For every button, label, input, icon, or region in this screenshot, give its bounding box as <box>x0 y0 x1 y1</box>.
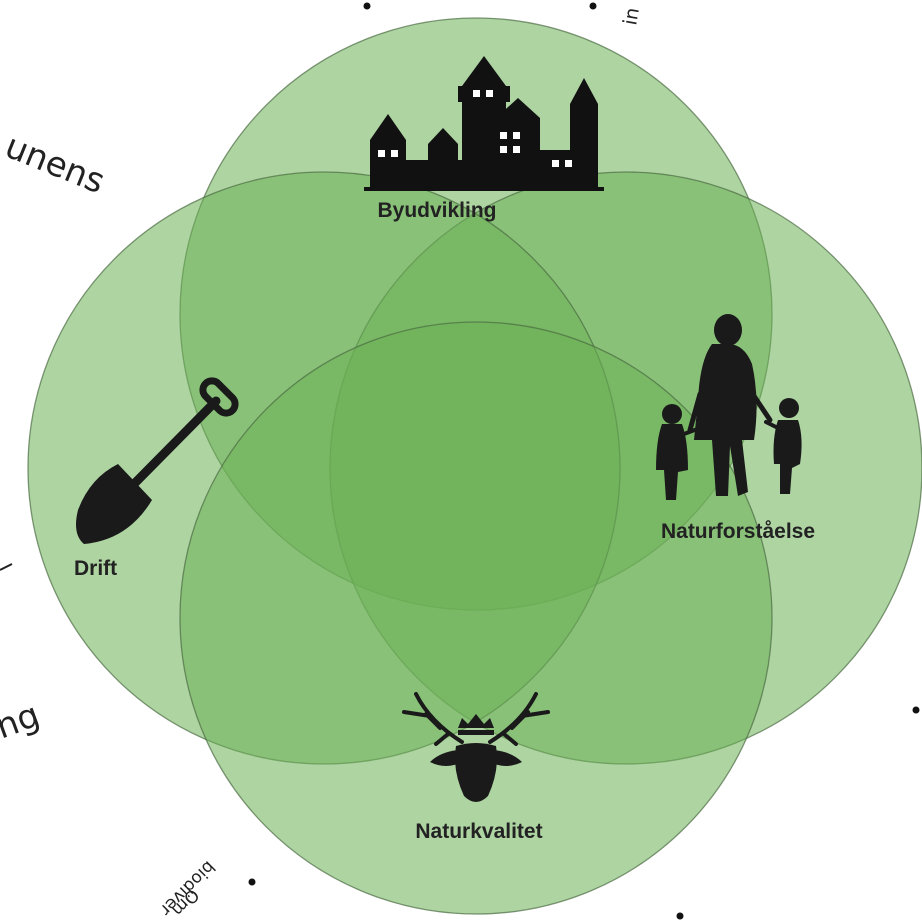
label-drift: Drift <box>74 557 117 580</box>
ring-text-left: ng <box>0 695 45 747</box>
label-byudvikling: Byudvikling <box>377 199 496 222</box>
deer-crown-icon <box>402 692 550 802</box>
castle-icon <box>364 56 604 191</box>
circle-bottom <box>179 321 773 915</box>
ring-bullet <box>589 2 597 10</box>
ring-bullet <box>912 706 920 714</box>
ring-text-top-left: unens <box>0 126 110 202</box>
label-naturkvalitet: Naturkvalitet <box>415 820 542 843</box>
label-naturforstaaelse: Naturforståelse <box>661 520 815 543</box>
ring-tick <box>0 563 13 571</box>
ring-bullet <box>248 878 256 886</box>
ring-text-top-right: in <box>619 6 644 27</box>
family-icon <box>656 314 802 500</box>
shovel-icon <box>76 377 239 544</box>
ring-bullets <box>248 2 920 920</box>
ring-bullet <box>363 2 371 10</box>
ring-bullet <box>676 912 684 920</box>
circles <box>27 17 922 915</box>
